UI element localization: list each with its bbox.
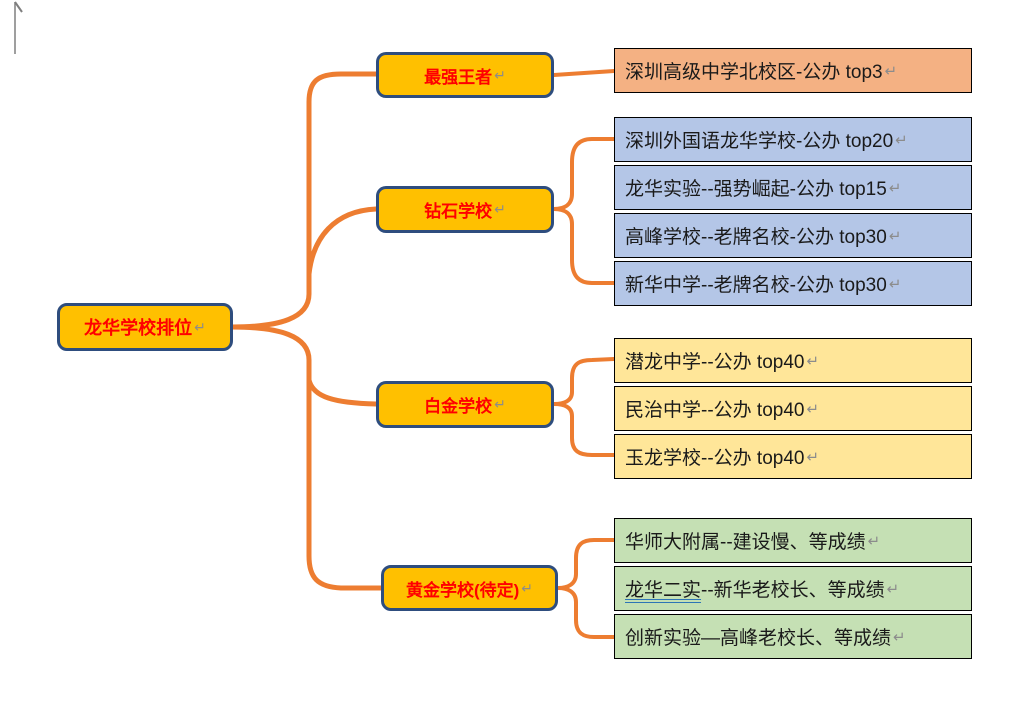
leaf-group-king: 深圳高级中学北校区-公办 top3↵ bbox=[614, 48, 972, 96]
leaf-item[interactable]: 高峰学校--老牌名校-公办 top30↵ bbox=[614, 213, 972, 258]
leaf-item-text: 新华中学--老牌名校-公办 top30 bbox=[625, 275, 887, 296]
return-mark: ↵ bbox=[886, 580, 900, 598]
leaf-item-text: 深圳高级中学北校区-公办 top3 bbox=[625, 62, 883, 83]
leaf-item[interactable]: 深圳外国语龙华学校-公办 top20↵ bbox=[614, 117, 972, 162]
branch-node-label: 最强王者 bbox=[424, 67, 493, 87]
return-mark: ↵ bbox=[884, 62, 898, 80]
leaf-item-text: 创新实验—高峰老校长、等成绩 bbox=[625, 628, 892, 649]
return-mark: ↵ bbox=[806, 448, 820, 466]
return-mark: ↵ bbox=[888, 275, 902, 293]
branch-node-king[interactable]: 最强王者↵ bbox=[376, 52, 554, 98]
return-mark: ↵ bbox=[194, 318, 206, 335]
leaf-item-text: 龙华实验--强势崛起-公办 top15 bbox=[625, 179, 887, 200]
root-node-label: 龙华学校排位 bbox=[84, 318, 193, 338]
branch-node-label: 黄金学校(待定) bbox=[405, 580, 520, 600]
leaf-item-text: 玉龙学校--公办 top40 bbox=[625, 448, 805, 469]
text-cursor-mark bbox=[14, 1, 23, 54]
leaf-item[interactable]: 民治中学--公办 top40↵ bbox=[614, 386, 972, 431]
leaf-item-text: 民治中学--公办 top40 bbox=[625, 400, 805, 421]
leaf-item-text: --新华老校长、等成绩 bbox=[701, 580, 885, 601]
leaf-item-text: 华师大附属--建设慢、等成绩 bbox=[625, 532, 866, 553]
leaf-item[interactable]: 新华中学--老牌名校-公办 top30↵ bbox=[614, 261, 972, 306]
leaf-item-text: 高峰学校--老牌名校-公办 top30 bbox=[625, 227, 887, 248]
leaf-item-text: 深圳外国语龙华学校-公办 top20 bbox=[625, 131, 894, 152]
return-mark: ↵ bbox=[895, 131, 908, 149]
branch-node-gold[interactable]: 黄金学校(待定)↵ bbox=[381, 565, 558, 611]
return-mark: ↵ bbox=[888, 179, 902, 197]
root-node[interactable]: 龙华学校排位↵ bbox=[57, 303, 233, 351]
leaf-item-underlined-text: 龙华二实 bbox=[625, 580, 702, 601]
branch-node-label: 钻石学校 bbox=[424, 202, 493, 221]
leaf-item[interactable]: 华师大附属--建设慢、等成绩↵ bbox=[614, 518, 972, 563]
return-mark: ↵ bbox=[867, 532, 881, 550]
leaf-item[interactable]: 龙华实验--强势崛起-公办 top15↵ bbox=[614, 165, 972, 210]
leaf-item[interactable]: 潜龙中学--公办 top40↵ bbox=[614, 338, 972, 383]
return-mark: ↵ bbox=[806, 400, 820, 418]
return-mark: ↵ bbox=[888, 227, 902, 245]
leaf-item[interactable]: 龙华二实--新华老校长、等成绩↵ bbox=[614, 566, 972, 611]
leaf-item-text: 潜龙中学--公办 top40 bbox=[625, 352, 805, 373]
return-mark: ↵ bbox=[806, 352, 820, 370]
leaf-group-diamond: 深圳外国语龙华学校-公办 top20↵龙华实验--强势崛起-公办 top15↵高… bbox=[614, 117, 972, 309]
leaf-group-platinum: 潜龙中学--公办 top40↵民治中学--公办 top40↵玉龙学校--公办 t… bbox=[614, 338, 972, 482]
leaf-item[interactable]: 深圳高级中学北校区-公办 top3↵ bbox=[614, 48, 972, 93]
leaf-group-gold: 华师大附属--建设慢、等成绩↵龙华二实--新华老校长、等成绩↵创新实验—高峰老校… bbox=[614, 518, 972, 662]
return-mark: ↵ bbox=[893, 628, 906, 646]
leaf-item[interactable]: 创新实验—高峰老校长、等成绩↵ bbox=[614, 614, 972, 659]
leaf-item[interactable]: 玉龙学校--公办 top40↵ bbox=[614, 434, 972, 479]
branch-node-label: 白金学校 bbox=[424, 397, 493, 416]
return-mark: ↵ bbox=[521, 579, 534, 596]
return-mark: ↵ bbox=[494, 66, 506, 83]
return-mark: ↵ bbox=[494, 396, 506, 412]
branch-node-diamond[interactable]: 钻石学校↵ bbox=[376, 186, 554, 233]
return-mark: ↵ bbox=[494, 201, 506, 217]
branch-node-platinum[interactable]: 白金学校↵ bbox=[376, 381, 554, 428]
